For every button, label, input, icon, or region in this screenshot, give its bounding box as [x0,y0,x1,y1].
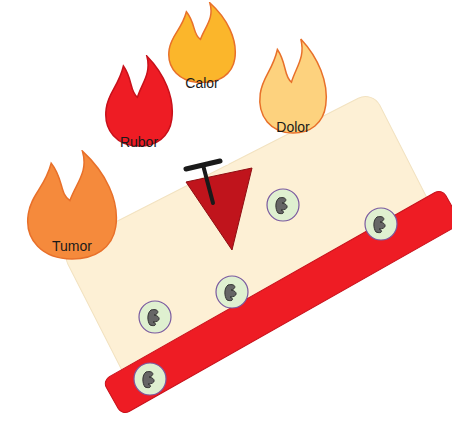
flame-shape: Dolor [254,38,332,134]
flame-label: Tumor [52,238,92,254]
blood-vessel [102,189,452,416]
nail [180,126,229,203]
wound [186,168,252,250]
flame-shape: Tumor [20,150,124,260]
flame-outline [163,2,241,83]
flame-label: Rubor [120,134,158,150]
flame-shape: Calor [163,2,241,83]
immune-cells [134,189,397,395]
flame-outline [100,55,178,147]
flame-label: Dolor [276,119,309,135]
flame-label: Calor [185,75,218,91]
flame-shape: Rubor [100,55,178,147]
